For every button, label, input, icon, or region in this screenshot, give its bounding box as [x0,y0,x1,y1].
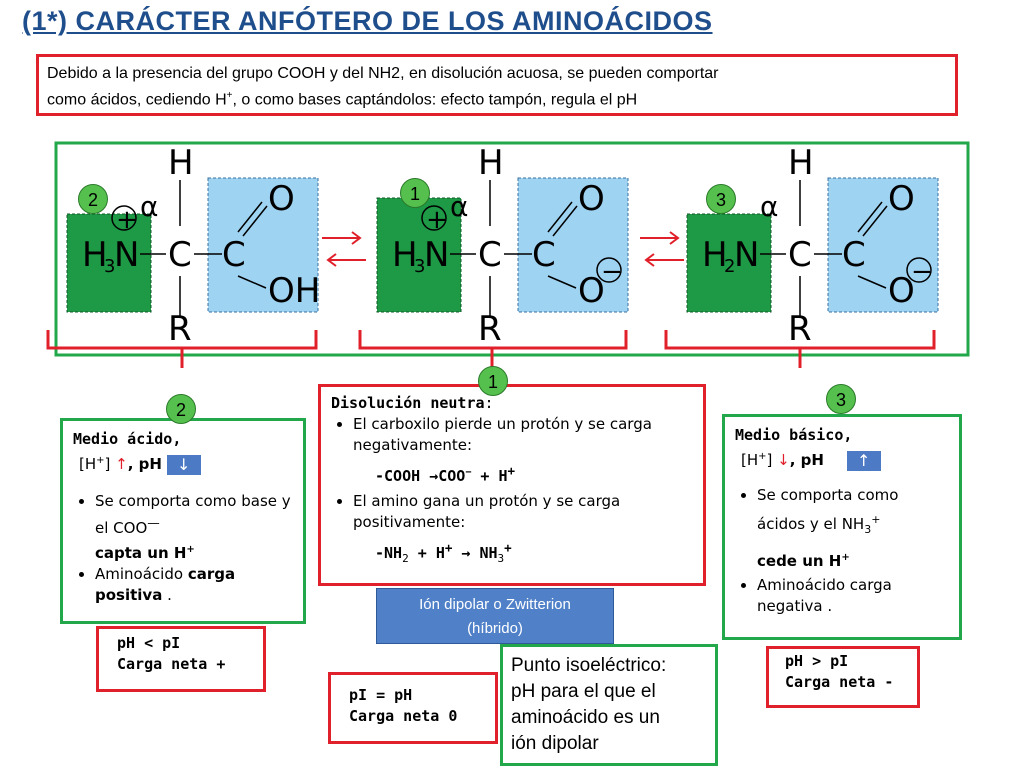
basic-bullet-1-bold: cede un H+ [757,552,850,570]
neutral-heading: Disolución neutra: [331,394,494,412]
neutral-bullet-1: El carboxilo pierde un protón y se carga… [353,414,693,456]
basic-concentration: [H+] ↓, pH ↑ [735,446,949,471]
carboxylate-oxygen: O [888,271,915,311]
alpha-carbon: C [788,235,812,275]
amine-group-area [376,197,462,313]
hydroxyl-group: OH [268,271,320,311]
acid-summary-ph: pH < pI [117,634,181,652]
neutral-solution-box: Disolución neutra: El carboxilo pierde u… [318,384,706,586]
carboxyl-carbon: C [842,235,866,275]
hydrogen-atom: H [168,143,194,183]
intro-line-2: como ácidos, cediendo H+, o como bases c… [47,90,638,109]
isoelectric-point-definition: Punto isoeléctrico: pH para el que el am… [500,644,718,766]
amine-H: H [392,235,418,275]
carboxyl-group-area [207,177,319,313]
basic-medium-box: Medio básico, [H+] ↓, pH ↑ Se comporta c… [722,414,962,640]
pi-equals-ph: pI = pH [349,686,413,704]
basic-summary-ph: pH > pI [785,652,849,670]
basic-bullet-1: Se comporta como [757,485,949,506]
page-title: (1*) CARÁCTER ANFÓTERO DE LOS AMINOÁCIDO… [22,6,713,36]
amine-H: H [702,235,728,275]
isoelectric-summary-box: pI = pH Carga neta 0 [328,672,498,744]
basic-bullet-1-cont: ácidos y el NH3+ [757,513,881,536]
r-group: R [788,309,812,349]
amine-subscript: 2 [724,256,735,277]
intro-line-1: Debido a la presencia del grupo COOH y d… [47,65,719,82]
brace-right [664,330,936,368]
alpha-label: α [140,190,158,223]
acid-medium-box: Medio ácido, [H+] ↑, pH ↓ Se comporta co… [60,418,306,624]
structures-frame [54,141,970,357]
arrow-up-icon: ↑ [846,450,881,471]
net-charge-zero: Carga neta 0 [349,707,458,725]
positive-charge-icon [421,205,447,231]
carboxylate-oxygen: O [578,271,605,311]
basic-summary-box: pH > pI Carga neta - [766,646,920,708]
positive-charge: + [116,205,138,235]
brace-middle [358,330,628,368]
equilibrium-arrows-left [322,231,366,267]
arrow-right-icon: → [452,544,480,562]
equation-amine: -NH2 + H+ → NH3+ [375,540,512,565]
negative-charge-icon [906,257,932,283]
equilibrium-arrows-right [640,231,684,267]
carboxyl-group-area [827,177,939,313]
brace-left [46,330,318,368]
acid-bullet-1: Se comporta como base y el COO—capta un … [95,491,293,564]
acid-concentration: [H+] ↑, pH ↓ [73,450,293,475]
amine-N: N [424,235,449,275]
neutral-badge: 1 [478,366,508,396]
amine-subscript: 3 [414,256,425,277]
r-group: R [478,309,502,349]
structure-badge: 3 [706,184,736,214]
r-group: R [168,309,192,349]
amine-subscript: 3 [104,256,115,277]
amine-H: H [82,235,108,275]
hydrogen-atom: H [788,143,814,183]
carbonyl-oxygen: O [268,179,295,219]
arrow-right-icon: → [429,467,439,485]
arrow-down-icon: ↓ [166,454,201,475]
structure-cationic [66,177,319,316]
carboxyl-carbon: C [532,235,556,275]
amine-group-area [66,213,152,313]
equation-carboxyl: -COOH →COO− + H+ [375,463,515,485]
structure-badge: 1 [400,178,430,208]
carbonyl-oxygen: O [888,179,915,219]
structure-badge: 2 [78,184,108,214]
arrow-up-icon: ↑ [115,455,128,473]
hydrogen-atom: H [478,143,504,183]
positive-charge: + [426,205,448,235]
negative-charge: − [601,257,623,287]
alpha-carbon: C [168,235,192,275]
basic-summary-charge: Carga neta - [785,673,894,691]
acid-summary-box: pH < pI Carga neta + [96,626,266,692]
arrow-down-icon: ↓ [777,451,790,469]
negative-charge-icon [596,257,622,283]
positive-charge-icon [111,205,137,231]
acid-bullet-2: Aminoácido carga positiva . [95,564,293,606]
structure-zwitterion [376,177,629,316]
amine-group-area [686,213,772,313]
negative-charge: − [911,257,933,287]
basic-badge: 3 [826,384,856,414]
basic-heading: Medio básico, [735,426,853,444]
acid-heading: Medio ácido, [73,430,182,448]
amine-N: N [114,235,139,275]
carbonyl-oxygen: O [578,179,605,219]
structure-anionic [686,177,939,316]
alpha-carbon: C [478,235,502,275]
intro-box: Debido a la presencia del grupo COOH y d… [36,54,958,116]
acid-summary-charge: Carga neta + [117,655,226,673]
neutral-bullet-2: El amino gana un protón y se carga posit… [353,491,693,533]
zwitterion-label: Ión dipolar o Zwitterion (híbrido) [376,588,614,644]
amine-N: N [734,235,759,275]
carboxyl-group-area [517,177,629,313]
alpha-label: α [760,190,778,223]
alpha-label: α [450,190,468,223]
carboxyl-carbon: C [222,235,246,275]
acid-badge: 2 [166,394,196,424]
